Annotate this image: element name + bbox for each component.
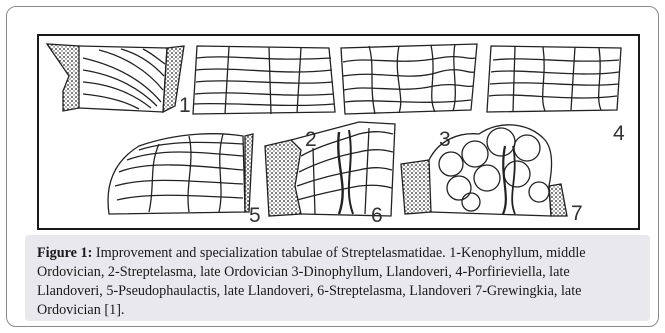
panel-number-2: 2 bbox=[305, 128, 317, 151]
coral-tabulae-illustration: 1 2 3 bbox=[37, 34, 640, 230]
panel-number-7: 7 bbox=[571, 202, 583, 225]
panel-number-6: 6 bbox=[371, 204, 383, 227]
panel-number-5: 5 bbox=[249, 204, 261, 227]
specimen-5-drawing bbox=[108, 134, 253, 214]
specimen-6-drawing bbox=[265, 122, 395, 216]
caption-label: Figure 1: bbox=[37, 245, 92, 261]
figure-caption: Figure 1: Improvement and specialization… bbox=[25, 235, 650, 321]
specimen-4-drawing bbox=[487, 46, 621, 112]
panel-number-1: 1 bbox=[179, 94, 191, 117]
figure-container: 1 2 3 bbox=[6, 6, 659, 327]
specimen-2-drawing bbox=[193, 46, 335, 114]
specimen-7-drawing bbox=[401, 125, 567, 216]
panel-number-4: 4 bbox=[613, 122, 625, 145]
specimen-3-drawing bbox=[341, 44, 477, 114]
specimen-1-drawing bbox=[47, 44, 184, 112]
caption-text: Improvement and specialization tabulae o… bbox=[37, 245, 586, 318]
